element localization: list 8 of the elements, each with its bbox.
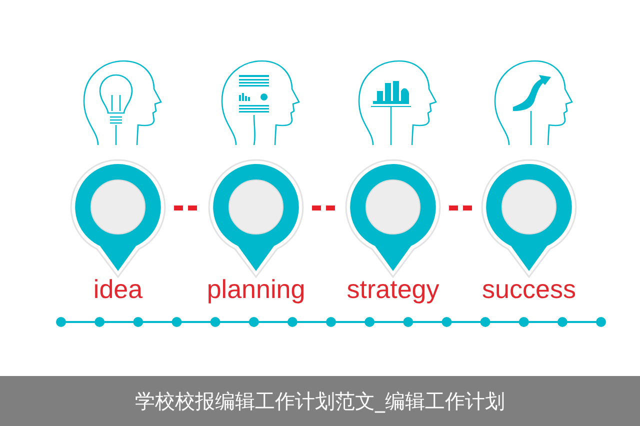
- dashed-connector: [449, 206, 473, 210]
- caption: 学校校报编辑工作计划范文_编辑工作计划: [135, 388, 505, 415]
- dashed-connector: [174, 206, 200, 210]
- step-label: planning: [206, 274, 306, 304]
- step-label: success: [482, 274, 576, 304]
- step-label: strategy: [346, 274, 440, 304]
- step-label: idea: [93, 274, 143, 304]
- dashed-connector: [312, 206, 337, 210]
